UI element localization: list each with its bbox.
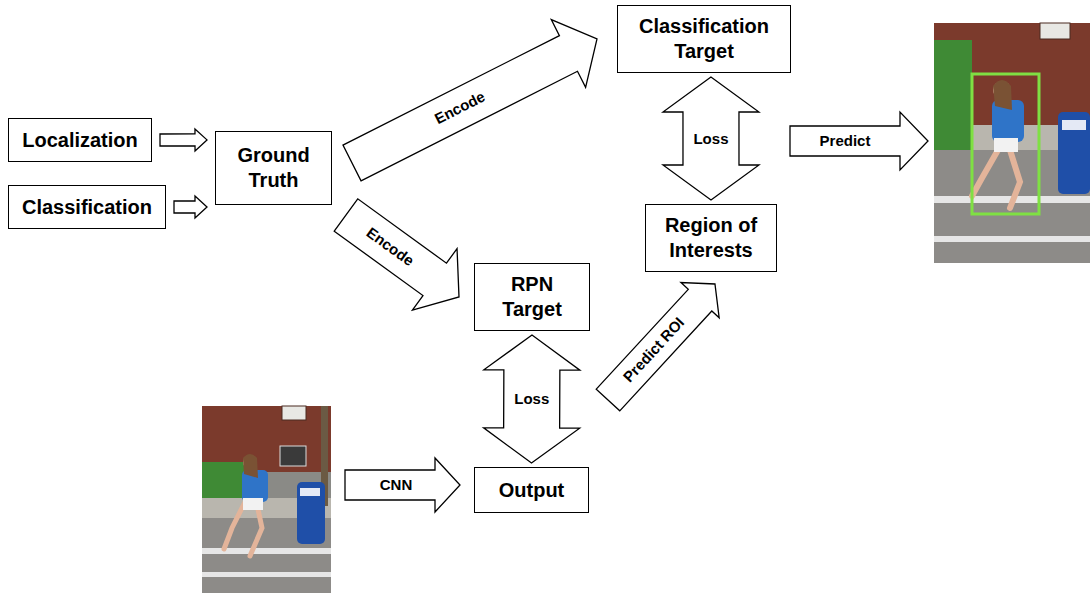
box-label: Localization — [22, 128, 138, 153]
arrow-label: Loss — [691, 130, 730, 147]
box-label: Region of Interests — [652, 213, 770, 263]
block-arrow — [174, 196, 207, 218]
process-box: Classification — [8, 185, 166, 229]
process-box: Classification Target — [617, 5, 791, 73]
box-label: Output — [499, 478, 565, 503]
input-photo — [202, 406, 331, 593]
arrow-label: Encode — [362, 223, 419, 271]
predict-arrow — [790, 112, 928, 170]
block-arrow — [663, 77, 759, 200]
box-label: RPN Target — [481, 272, 583, 322]
arrow-label: Predict — [818, 133, 873, 150]
cnn-arrow — [345, 458, 460, 512]
block-arrow — [343, 20, 597, 181]
block-arrow — [484, 335, 580, 463]
connector-layer — [160, 20, 759, 463]
block-arrow — [334, 199, 459, 310]
box-label: Ground Truth — [222, 143, 325, 193]
process-box: Localization — [8, 118, 152, 162]
box-label: Classification — [22, 195, 152, 220]
process-box: Region of Interests — [645, 204, 777, 272]
arrow-label: Loss — [512, 391, 551, 408]
process-box: Ground Truth — [215, 131, 332, 205]
arrow-label: CNN — [378, 477, 415, 494]
process-box: Output — [474, 467, 589, 513]
block-arrow — [596, 283, 719, 411]
arrow-label: Encode — [431, 88, 490, 129]
arrow-label: Predict ROI — [619, 313, 689, 387]
block-arrow — [160, 129, 207, 151]
process-box: RPN Target — [474, 263, 590, 331]
output-photo — [934, 23, 1090, 263]
box-label: Classification Target — [624, 14, 784, 64]
